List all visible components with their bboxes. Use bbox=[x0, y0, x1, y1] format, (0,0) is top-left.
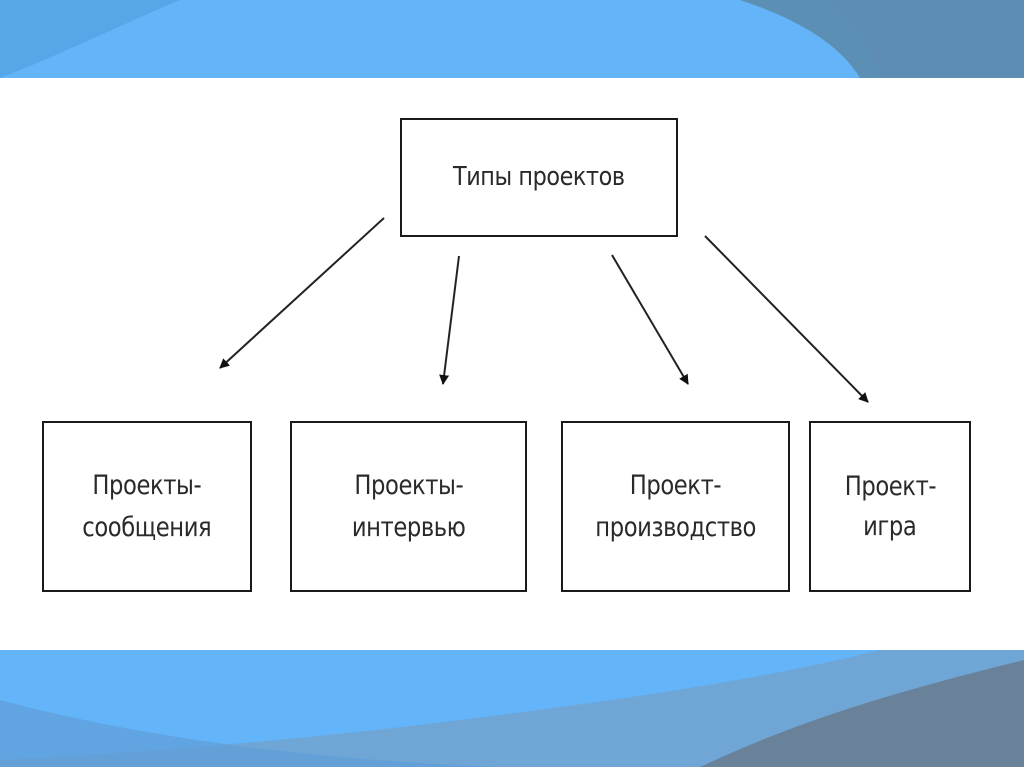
node-label-line2: игра bbox=[863, 510, 917, 542]
node-project-game: Проект- игра bbox=[809, 421, 971, 592]
root-node-label: Типы проектов bbox=[453, 162, 625, 193]
node-label-line2: сообщения bbox=[82, 511, 212, 543]
arrow-to-game bbox=[704, 235, 869, 403]
arrow-to-interview bbox=[439, 255, 460, 385]
node-label-line1: Проекты- bbox=[92, 469, 202, 501]
node-project-messages: Проекты- сообщения bbox=[42, 421, 252, 592]
arrow-to-messages bbox=[219, 217, 385, 369]
node-label-line2: производство bbox=[595, 511, 756, 543]
node-label-line1: Проект- bbox=[844, 470, 936, 502]
node-project-interview: Проекты- интервью bbox=[290, 421, 527, 592]
node-label-line1: Проекты- bbox=[354, 469, 463, 501]
node-label-line1: Проект- bbox=[629, 469, 722, 501]
node-project-production: Проект- производство bbox=[561, 421, 790, 592]
node-label-line2: интервью bbox=[351, 511, 466, 543]
arrow-to-production bbox=[611, 254, 689, 385]
root-node-project-types: Типы проектов bbox=[400, 118, 678, 237]
